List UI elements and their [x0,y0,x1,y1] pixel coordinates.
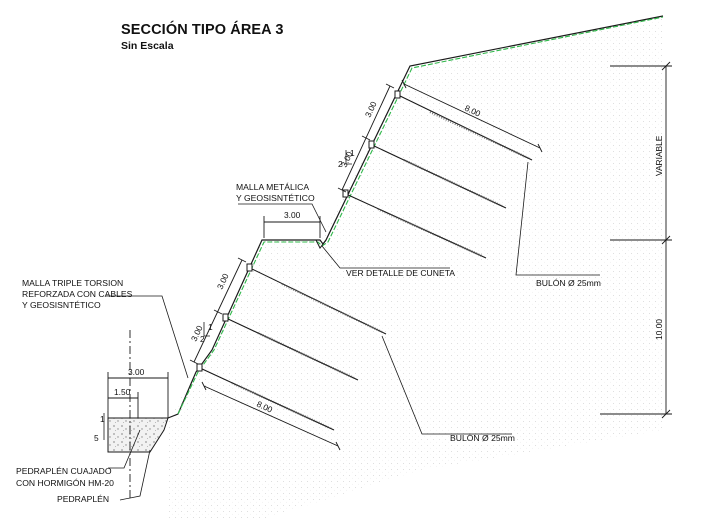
label-malla-metalica-1: MALLA METÁLICA [236,182,309,192]
mesh-line [177,16,664,415]
label-pedraplen-cuajado-2: CON HORMIGÓN HM-20 [16,478,114,488]
label-bulon-lower: BULÓN Ø 25mm [450,433,515,443]
label-malla-triple-2: REFORZADA CON CABLES [22,289,133,299]
label-pedraplen-cuajado-1: PEDRAPLÉN CUAJADO [16,466,112,476]
dim-base-half: 1.50 [114,387,131,397]
slope-ratio-marks [103,150,352,440]
cuneta-detail [315,239,327,249]
leader-lines [106,161,600,501]
wall-ratio-v: 1 [100,414,105,424]
bolt-length-dim-lower [201,381,341,451]
bolt-length-dim-upper [401,79,543,153]
label-pedraplen: PEDRAPLÉN [57,494,109,504]
label-malla-triple-3: Y GEOSISNTÉTICO [22,300,101,310]
base-dimensions [107,330,169,500]
right-dimension [600,61,672,419]
wall-ratio-h: 5 [94,433,99,443]
dim-bench-width: 3.00 [284,210,301,220]
dim-height-variable: VARIABLE [654,135,664,176]
dim-height-lower: 10.00 [654,319,664,340]
slope-h-upper: 2 [338,159,343,169]
dim-base-width: 3.00 [128,367,145,377]
drawing-title: SECCIÓN TIPO ÁREA 3 [121,22,284,38]
scale-note: Sin Escala [121,40,174,52]
spacing-dims-lower [189,257,247,365]
label-cuneta: VER DETALLE DE CUNETA [346,268,455,278]
slope-v-upper: 1 [350,148,355,158]
bolt-heads [196,90,401,372]
label-bulon-upper: BULÓN Ø 25mm [536,278,601,288]
slope-v-lower: 1 [208,322,213,332]
slope-h-lower: 2 [200,334,205,344]
label-malla-metalica-2: Y GEOSISNTÉTICO [236,193,315,203]
bolt-grout-lower [231,283,383,429]
spacing-dims-upper [337,83,395,193]
label-malla-triple-1: MALLA TRIPLE TORSION [22,278,123,288]
bolt-grout-upper [377,111,529,258]
